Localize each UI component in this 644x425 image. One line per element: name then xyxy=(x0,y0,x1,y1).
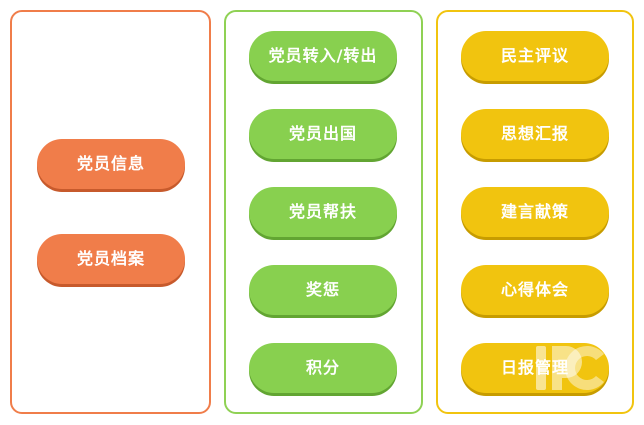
panel-member-profile xyxy=(10,10,211,414)
daily-report-button[interactable]: 日报管理 xyxy=(461,343,609,393)
democratic-review-button[interactable]: 民主评议 xyxy=(461,31,609,81)
member-archive-button[interactable]: 党员档案 xyxy=(37,234,185,284)
member-abroad-button[interactable]: 党员出国 xyxy=(249,109,397,159)
points-button[interactable]: 积分 xyxy=(249,343,397,393)
member-transfer-button[interactable]: 党员转入/转出 xyxy=(249,31,397,81)
experience-button[interactable]: 心得体会 xyxy=(461,265,609,315)
suggestions-button[interactable]: 建言献策 xyxy=(461,187,609,237)
thought-report-button[interactable]: 思想汇报 xyxy=(461,109,609,159)
member-info-button[interactable]: 党员信息 xyxy=(37,139,185,189)
rewards-punishments-button[interactable]: 奖惩 xyxy=(249,265,397,315)
member-assistance-button[interactable]: 党员帮扶 xyxy=(249,187,397,237)
